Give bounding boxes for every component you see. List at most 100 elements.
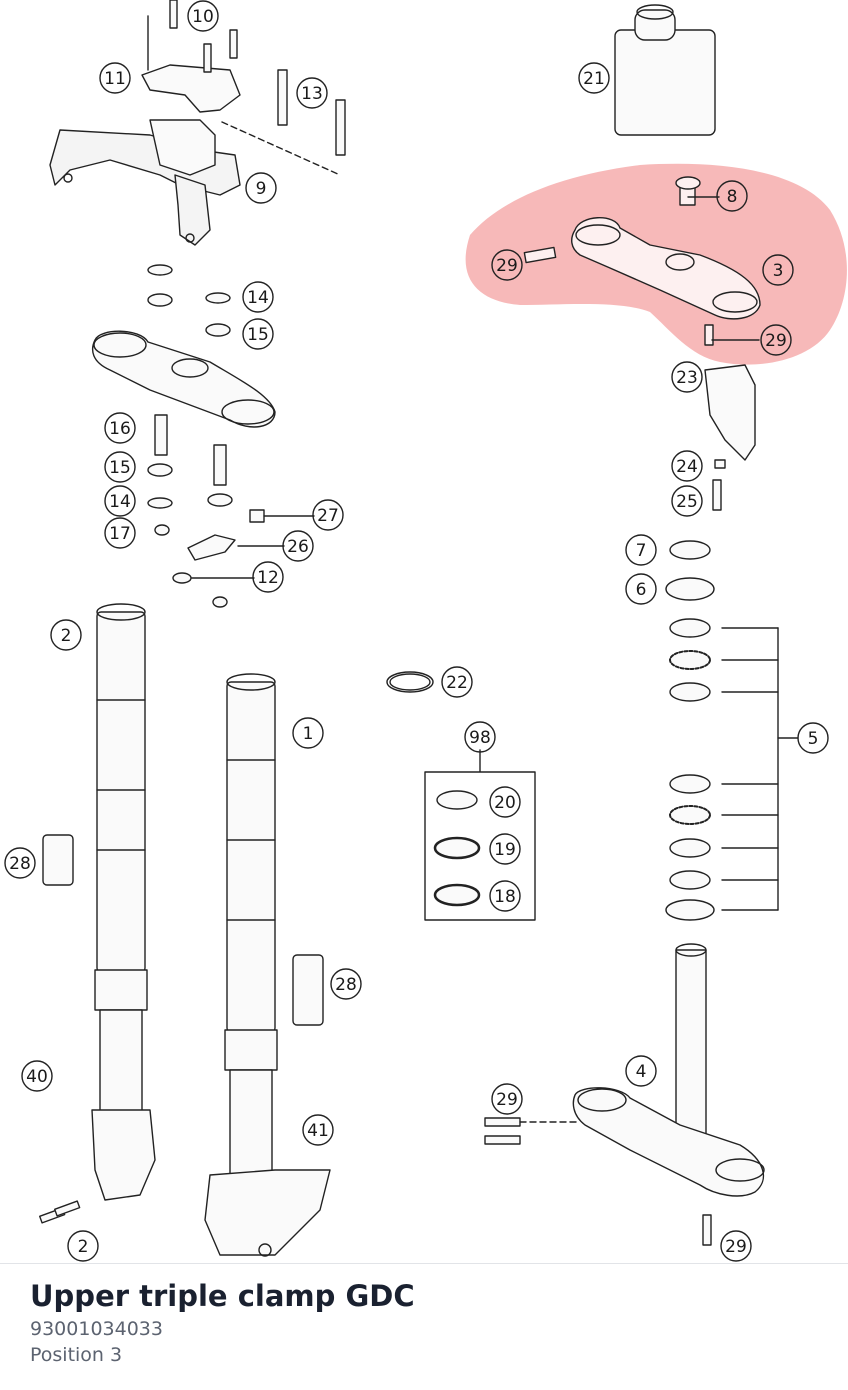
handlebar-riser <box>704 364 756 511</box>
callout-circle <box>302 1114 334 1146</box>
callout-5[interactable]: 5 <box>797 722 829 754</box>
callout-number: 16 <box>109 419 131 439</box>
upper-triple-clamp[interactable] <box>523 176 761 346</box>
headlight-bracket <box>49 119 241 246</box>
bolts-13 <box>221 69 346 176</box>
part-number: 93001034033 <box>30 1318 163 1340</box>
mount-plate-11 <box>141 64 241 113</box>
callout-number: 29 <box>725 1237 747 1257</box>
callout-14[interactable]: 14 <box>242 281 274 313</box>
callout-number: 29 <box>496 256 518 276</box>
callout-10[interactable]: 10 <box>187 0 219 32</box>
callout-15[interactable]: 15 <box>104 451 136 483</box>
callout-circle <box>312 499 344 531</box>
callout-25[interactable]: 25 <box>671 485 703 517</box>
callout-circle <box>104 451 136 483</box>
callout-number: 28 <box>335 975 357 995</box>
callout-18[interactable]: 18 <box>489 880 521 912</box>
callout-12[interactable]: 12 <box>252 561 284 593</box>
callout-circle <box>252 561 284 593</box>
callout-number: 28 <box>9 854 31 874</box>
grommets <box>147 264 231 337</box>
callout-number: 15 <box>109 458 131 478</box>
callout-circle <box>760 324 792 356</box>
callout-9[interactable]: 9 <box>245 172 277 204</box>
callout-20[interactable]: 20 <box>489 786 521 818</box>
callout-circle <box>104 485 136 517</box>
callout-7[interactable]: 7 <box>625 534 657 566</box>
callout-19[interactable]: 19 <box>489 833 521 865</box>
callout-number: 41 <box>307 1121 329 1141</box>
callout-40[interactable]: 40 <box>21 1060 53 1092</box>
callout-circle <box>489 786 521 818</box>
callout-circle <box>762 254 794 286</box>
lower-clamp-left <box>92 330 276 428</box>
fork-leg-right <box>204 673 331 1257</box>
bearings-stack <box>665 540 799 921</box>
callout-number: 2 <box>78 1237 89 1257</box>
callout-circle <box>720 1230 752 1262</box>
callout-circle <box>671 450 703 482</box>
callout-21[interactable]: 21 <box>578 62 610 94</box>
callout-number: 2 <box>61 626 72 646</box>
callout-circle <box>797 722 829 754</box>
callout-1[interactable]: 1 <box>292 717 324 749</box>
callout-circle <box>4 847 36 879</box>
callout-28[interactable]: 28 <box>4 847 36 879</box>
callout-6[interactable]: 6 <box>625 573 657 605</box>
callout-29[interactable]: 29 <box>760 324 792 356</box>
oil-can <box>614 4 716 136</box>
callout-4[interactable]: 4 <box>625 1055 657 1087</box>
callout-15[interactable]: 15 <box>242 318 274 350</box>
callout-number: 6 <box>636 580 647 600</box>
callout-3[interactable]: 3 <box>762 254 794 286</box>
callout-number: 12 <box>257 568 279 588</box>
fork-protector-28a <box>42 834 74 886</box>
callout-circle <box>716 180 748 212</box>
callout-number: 29 <box>765 331 787 351</box>
callout-22[interactable]: 22 <box>441 666 473 698</box>
callout-number: 14 <box>247 288 269 308</box>
callout-26[interactable]: 26 <box>282 530 314 562</box>
o-ring-22 <box>386 671 434 693</box>
callout-circle <box>187 0 219 32</box>
callout-number: 29 <box>496 1090 518 1110</box>
callout-number: 21 <box>583 69 605 89</box>
callout-28[interactable]: 28 <box>330 968 362 1000</box>
spacers <box>147 414 315 608</box>
callout-number: 23 <box>676 368 698 388</box>
callout-14[interactable]: 14 <box>104 485 136 517</box>
part-position: Position 3 <box>30 1344 123 1366</box>
callout-29[interactable]: 29 <box>720 1230 752 1262</box>
callout-41[interactable]: 41 <box>302 1114 334 1146</box>
callout-number: 7 <box>636 541 647 561</box>
bolts-10 <box>147 0 238 73</box>
callout-98[interactable]: 98 <box>464 721 496 753</box>
callout-circle <box>104 517 136 549</box>
callout-29[interactable]: 29 <box>491 1083 523 1115</box>
callout-circle <box>245 172 277 204</box>
callout-number: 4 <box>636 1062 647 1082</box>
callout-2[interactable]: 2 <box>67 1230 99 1262</box>
callout-number: 18 <box>494 887 516 907</box>
callout-circle <box>67 1230 99 1262</box>
fork-leg-left <box>91 603 156 1201</box>
callout-circle <box>625 1055 657 1087</box>
callout-17[interactable]: 17 <box>104 517 136 549</box>
callout-11[interactable]: 11 <box>99 62 131 94</box>
callout-2[interactable]: 2 <box>50 619 82 651</box>
callout-number: 27 <box>317 506 339 526</box>
callout-29[interactable]: 29 <box>491 249 523 281</box>
callout-23[interactable]: 23 <box>671 361 703 393</box>
callout-27[interactable]: 27 <box>312 499 344 531</box>
callout-24[interactable]: 24 <box>671 450 703 482</box>
callout-number: 24 <box>676 457 698 477</box>
callout-number: 8 <box>727 187 738 207</box>
callout-13[interactable]: 13 <box>296 77 328 109</box>
callout-number: 14 <box>109 492 131 512</box>
callout-16[interactable]: 16 <box>104 412 136 444</box>
callout-circle <box>99 62 131 94</box>
callout-circle <box>21 1060 53 1092</box>
callout-circle <box>330 968 362 1000</box>
callout-8[interactable]: 8 <box>716 180 748 212</box>
